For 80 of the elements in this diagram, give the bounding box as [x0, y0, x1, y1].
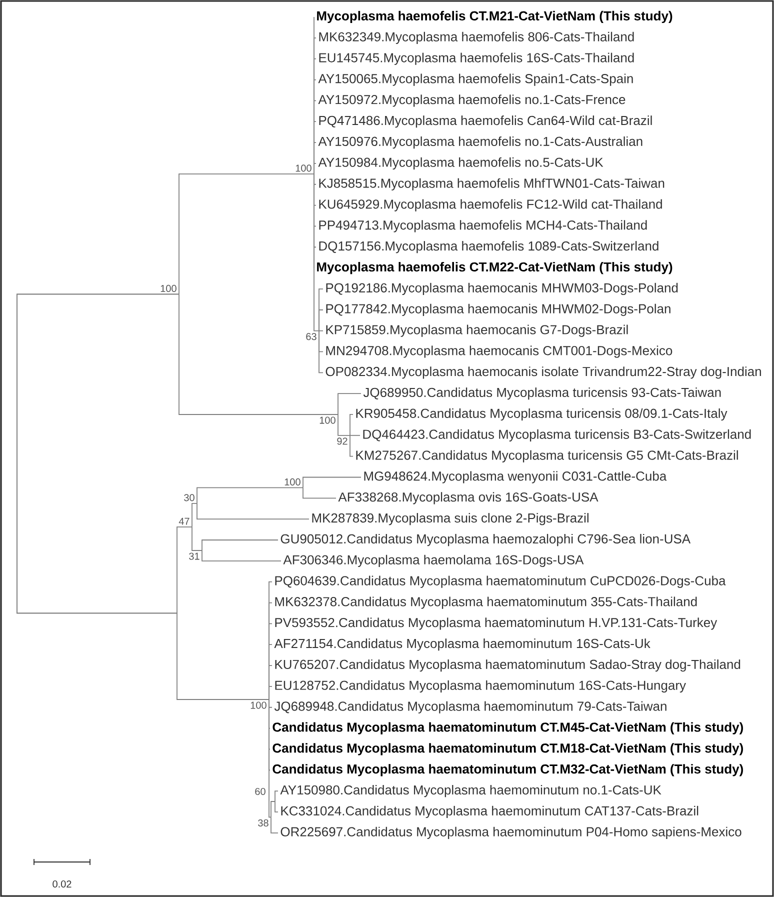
branch-line: [192, 526, 202, 551]
taxon-label: GU905012.Candidatus Mycoplasma haemozalophi C796-Sea lion-USA: [280, 534, 691, 546]
branch-line: [350, 434, 354, 457]
branch-line: [302, 476, 362, 488]
bootstrap-value: 31: [189, 552, 200, 560]
branch-line: [268, 686, 272, 700]
scale-label: 0.02: [52, 880, 72, 888]
branch-line: [192, 502, 198, 528]
branch-line: [202, 550, 282, 562]
taxon-label: Candidatus Mycoplasma haematominutum CT.M45-Cat-VietNam (This study): [272, 722, 743, 734]
taxon-label: Mycoplasma haemofelis CT.M22-Cat-VietNam (This study): [317, 262, 672, 274]
taxon-label: OR225697.Candidatus Mycoplasma haemominutum P04-Homo sapiens-Mexico: [280, 826, 742, 839]
branch-line: [350, 414, 354, 436]
bootstrap-value: 100: [320, 416, 336, 424]
taxon-label: Candidatus Mycoplasma haematominutum CT.M32-Cat-VietNam (This study): [272, 764, 743, 776]
taxon-label: OP082334.Mycoplasma haemocanis isolate Trivandrum22-Stray dog-Indian: [326, 366, 761, 379]
taxon-label: KU645929.Mycoplasma haemofelis FC12-Wild cat-Thailand: [319, 199, 662, 212]
taxon-label: KU765207.Candidatus Mycoplasma haematominutum Sadao-Stray dog-Thailand: [275, 659, 740, 672]
branch-line: [302, 487, 336, 499]
taxon-label: AF306346.Mycoplasma haemolama 16S-Dogs-USA: [283, 554, 584, 567]
taxon-label: KR905458.Candidatus Mycoplasma turicensis 08/09.1-Cats-Italy: [356, 408, 728, 421]
bootstrap-value: 63: [306, 333, 316, 340]
bootstrap-value: 100: [296, 164, 312, 172]
taxon-label: MN294708.Mycoplasma haemocanis CMT001-Dogs-Mexico: [326, 346, 672, 358]
taxon-label: MK632349.Mycoplasma haemofelis 806-Cats-Thailand: [319, 32, 634, 44]
branch-line: [274, 790, 278, 802]
taxon-label: MK287839.Mycoplasma suis clone 2-Pigs-Brazil: [312, 513, 588, 526]
branch-line: [350, 434, 360, 436]
taxon-label: AY150976.Mycoplasma haemofelis no.1-Cats-Australian: [318, 136, 642, 149]
branch-line: [178, 173, 314, 295]
branch-line: [196, 487, 304, 504]
taxon-label: KC331024.Candidatus Mycoplasma haemominutum CAT137-Cats-Brazil: [281, 806, 698, 818]
branch-line: [202, 540, 278, 551]
taxon-label: MG948624.Mycoplasma wenyonii C031-Cattle-Cuba: [364, 471, 667, 484]
branch-line: [16, 294, 270, 700]
branch-line: [178, 294, 338, 415]
bootstrap-value: 100: [284, 478, 300, 486]
branch-line: [318, 330, 324, 374]
branch-line: [274, 801, 278, 812]
branch-line: [338, 414, 350, 436]
taxon-label: KP715859.Mycoplasma haemocanis G7-Dogs-Brazil: [326, 324, 628, 337]
branch-line: [318, 330, 324, 332]
taxon-label: PP494713.Mycoplasma haemofelis MCH4-Cats-Thailand: [319, 220, 647, 232]
taxon-label: PV593552.Candidatus Mycoplasma haematominutum H.VP.131-Cats-Turkey: [275, 618, 718, 630]
taxon-label: PQ604639.Candidatus Mycoplasma haematominutum CuPCD026-Dogs-Cuba: [275, 576, 726, 588]
taxon-label: Candidatus Mycoplasma haematominutum CT.M18-Cat-VietNam (This study): [272, 743, 743, 756]
branch-line: [318, 309, 324, 332]
taxon-label: AY150065.Mycoplasma haemofelis Spain1-Cats-Spain: [318, 74, 633, 86]
taxon-label: KM275267.Candidatus Mycoplasma turicensis G5 CMt-Cats-Brazil: [356, 450, 738, 462]
bootstrap-value: 38: [258, 819, 268, 826]
branch-line: [270, 801, 276, 818]
taxon-label: JQ689948.Candidatus Mycoplasma haemominutum 79-Cats-Taiwan: [274, 701, 666, 714]
taxon-label: EU128752.Candidatus Mycoplasma haemominutum 16S-Cats-Hungary: [275, 680, 686, 692]
taxon-label: AY150972.Mycoplasma haemofelis no.1-Cats-Frence: [318, 94, 626, 107]
taxon-label: EU145745.Mycoplasma haemofelis 16S-Cats-Thailand: [319, 52, 634, 65]
branch-line: [314, 163, 316, 174]
taxon-label: MK632378.Candidatus Mycoplasma haematominutum 355-Cats-Thailand: [275, 596, 697, 609]
branch-line: [314, 173, 320, 332]
taxon-label: PQ177842.Mycoplasma haemocanis MHWM02-Dogs-Polan: [326, 304, 670, 316]
taxon-label: AY150984.Mycoplasma haemofelis no.5-Cats-UK: [318, 157, 604, 170]
taxon-label: DQ157156.Mycoplasma haemofelis 1089-Cats-Switzerland: [319, 241, 658, 254]
branch-line: [196, 502, 310, 520]
taxon-label: PQ192186.Mycoplasma haemocanis MHWM03-Dogs-Poland: [326, 282, 678, 296]
bootstrap-value: 30: [184, 494, 194, 502]
bootstrap-value: 60: [255, 788, 266, 796]
taxon-label: DQ464423.Candidatus Mycoplasma turicensis B3-Cats-Switzerland: [363, 429, 751, 442]
bootstrap-value: 100: [250, 702, 266, 709]
bootstrap-value: 100: [160, 284, 176, 292]
branch-line: [338, 393, 362, 415]
taxon-label: Mycoplasma haemofelis CT.M21-Cat-VietNam (This study): [317, 10, 672, 24]
taxon-label: AF271154.Candidatus Mycoplasma haemominutum 16S-Cats-Uk: [274, 638, 650, 651]
taxon-label: AY150980.Candidatus Mycoplasma haemominutum no.1-Cats-UK: [280, 784, 662, 798]
branch-line: [268, 699, 272, 818]
taxon-label: AF338268.Mycoplasma ovis 16S-Goats-USA: [338, 492, 598, 504]
taxon-label: PQ471486.Mycoplasma haemofelis Can64-Wild cat-Brazil: [319, 116, 652, 128]
branch-line: [270, 816, 278, 834]
taxon-label: KJ858515.Mycoplasma haemofelis MhfTWN01-Cats-Taiwan: [319, 178, 664, 190]
bootstrap-value: 47: [178, 518, 190, 525]
taxon-label: JQ689950.Candidatus Mycoplasma turicensis 93-Cats-Taiwan: [363, 388, 721, 400]
bootstrap-value: 92: [337, 438, 348, 445]
